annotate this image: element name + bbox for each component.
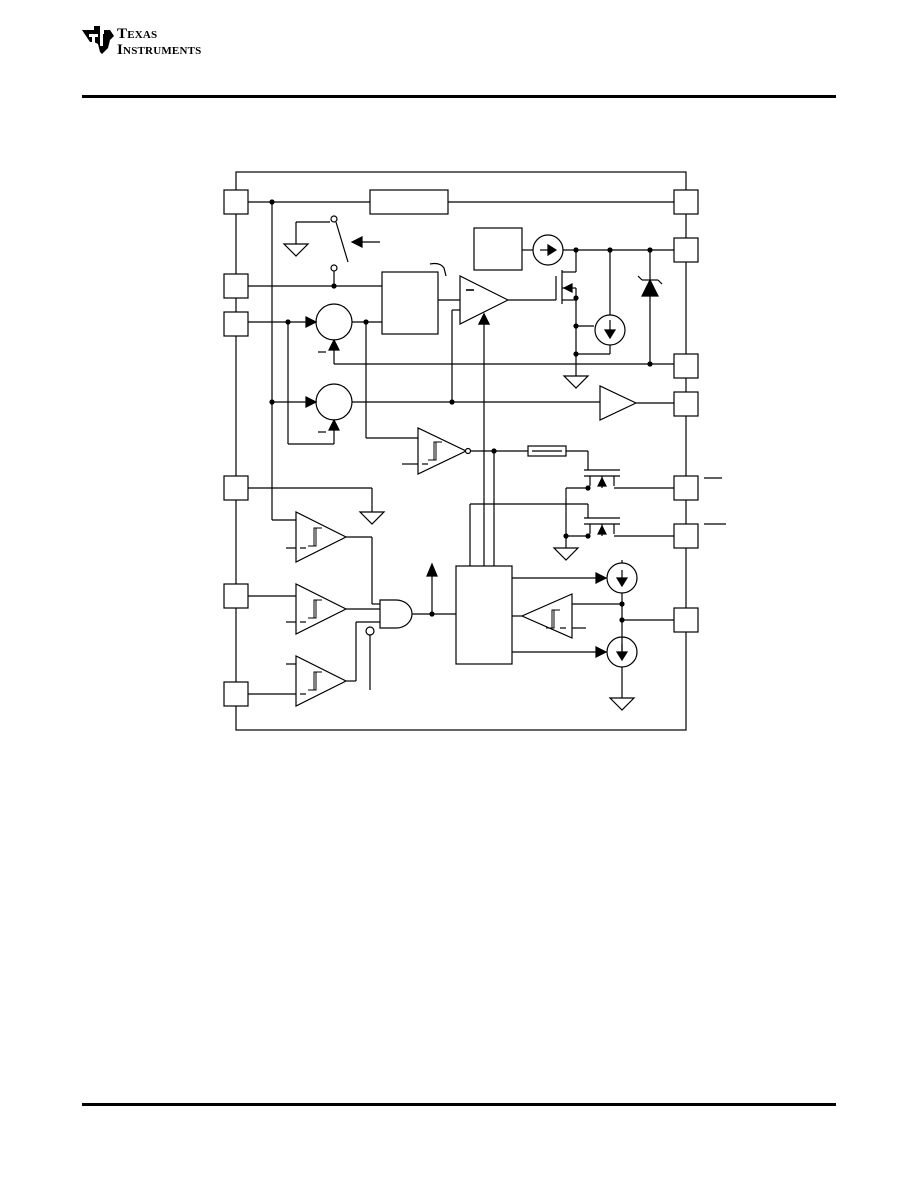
- summing-node-1: [315, 303, 353, 341]
- hysteresis-comparator-4: [295, 655, 348, 707]
- hysteresis-comparator-5: [520, 593, 573, 639]
- pin-left-5: [223, 583, 249, 609]
- pin-left-6: [223, 681, 249, 707]
- pin-right-5: [673, 475, 699, 501]
- pin-right-6: [673, 523, 699, 549]
- resistor-block: [369, 189, 449, 215]
- pin-left-4: [223, 475, 249, 501]
- pin-right-4: [673, 391, 699, 417]
- hysteresis-comparator-2: [295, 511, 348, 563]
- logic-block: [455, 565, 513, 665]
- logo-line-1: TEXAS: [117, 26, 158, 42]
- package-outline: [235, 171, 687, 731]
- header-rule: [82, 95, 836, 98]
- summing-node-2: [315, 383, 353, 421]
- pin-right-3: [673, 353, 699, 379]
- hysteresis-comparator-1: [417, 427, 468, 475]
- pin-right-7: [673, 607, 699, 633]
- zener-diode: [641, 278, 659, 297]
- pin-left-1: [223, 189, 249, 215]
- output-buffer: [599, 385, 638, 421]
- pin-right-2: [673, 237, 699, 263]
- and-gate: [379, 599, 413, 629]
- hysteresis-comparator-3: [295, 583, 348, 635]
- pin-left-2: [223, 273, 249, 299]
- ti-emblem-icon: [82, 26, 114, 54]
- reference-block: [473, 227, 523, 271]
- control-block: [381, 271, 439, 335]
- footer-rule: [82, 1103, 836, 1106]
- pin-right-1: [673, 189, 699, 215]
- ti-wordmark: TEXAS INSTRUMENTS: [117, 27, 201, 58]
- ti-logo: TEXAS INSTRUMENTS: [80, 22, 230, 62]
- pin-left-3: [223, 311, 249, 337]
- logo-line-2: INSTRUMENTS: [117, 42, 202, 58]
